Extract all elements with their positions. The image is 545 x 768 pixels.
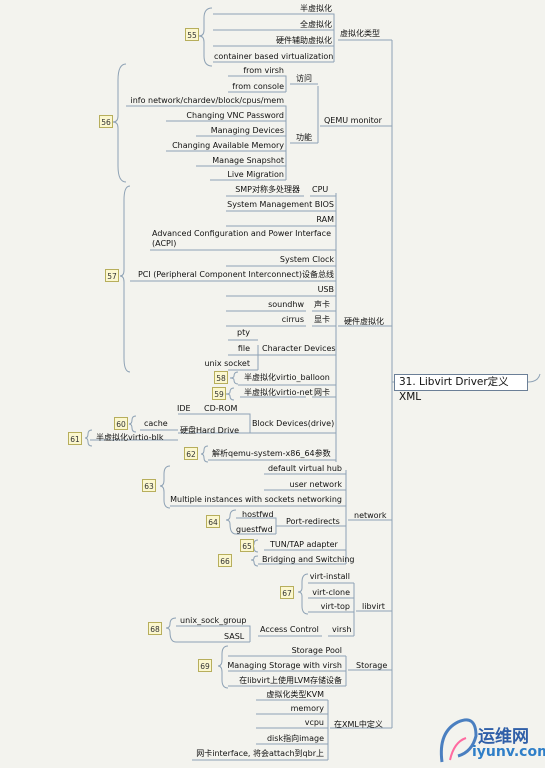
qemu-access-item[interactable]: from console xyxy=(232,82,284,91)
branch-libvirt[interactable]: libvirt xyxy=(362,602,385,611)
network-item[interactable]: user network xyxy=(289,480,342,489)
virt-type-item[interactable]: container based virtualization xyxy=(214,52,334,61)
block-hard-drive[interactable]: 硬盘Hard Drive xyxy=(180,426,240,435)
access-item[interactable]: SASL xyxy=(224,632,245,641)
char-device-item[interactable]: file xyxy=(237,344,250,353)
access-control[interactable]: Access Control xyxy=(260,625,319,634)
hw-item-ram[interactable]: RAM xyxy=(316,215,334,224)
storage-item[interactable]: Storage Pool xyxy=(291,646,342,655)
hw-item-smbios[interactable]: System Management BIOS xyxy=(227,200,334,209)
qemu-function-item[interactable]: Changing VNC Password xyxy=(186,111,284,120)
char-device-item[interactable]: unix socket xyxy=(204,359,250,368)
bridging-switching[interactable]: Bridging and Switching xyxy=(262,555,355,564)
branch-network[interactable]: network xyxy=(354,511,387,520)
qemu-function-item[interactable]: info network/chardev/block/cpus/mem xyxy=(130,96,284,105)
qemu-function-item[interactable]: Live Migration xyxy=(227,170,284,179)
branch-qemu-monitor[interactable]: QEMU monitor xyxy=(324,116,382,125)
virtio-blk[interactable]: 半虚拟化virtio-blk xyxy=(96,433,164,442)
xml-def-item[interactable]: 虚拟化类型KVM xyxy=(266,690,324,699)
qemu-access-label[interactable]: 访问 xyxy=(296,74,312,83)
hw-item-soundhw[interactable]: soundhw xyxy=(268,300,304,309)
port-redirect-item[interactable]: guestfwd xyxy=(236,525,273,534)
virtio-net[interactable]: 半虚拟化virtio-net xyxy=(244,388,313,397)
branch-hw-virt[interactable]: 硬件虚拟化 xyxy=(344,317,384,326)
block-cache[interactable]: cache xyxy=(144,419,168,428)
network-item[interactable]: default virtual hub xyxy=(267,464,342,473)
hw-item-acpi[interactable]: Advanced Configuration and Power Interfa… xyxy=(152,229,331,248)
badge-60: 60 xyxy=(114,417,128,430)
xml-def-item[interactable]: 网卡interface, 将会attach到qbr上 xyxy=(196,749,324,758)
badge-62: 62 xyxy=(184,447,198,460)
qemu-access-item[interactable]: from virsh xyxy=(243,66,284,75)
hw-item-usb[interactable]: USB xyxy=(317,285,334,294)
badge-56: 56 xyxy=(99,115,113,128)
qemu-function-item[interactable]: Changing Available Memory xyxy=(172,141,284,150)
hw-display-label[interactable]: 显卡 xyxy=(314,315,330,324)
xml-def-item[interactable]: disk指向image xyxy=(266,734,324,743)
branch-storage[interactable]: Storage xyxy=(356,661,388,670)
badge-57: 57 xyxy=(105,269,119,282)
storage-item[interactable]: Managing Storage with virsh xyxy=(227,661,342,670)
virt-type-item[interactable]: 半虚拟化 xyxy=(300,4,332,13)
badge-65: 65 xyxy=(240,539,254,552)
hw-sound-label[interactable]: 声卡 xyxy=(314,300,330,309)
access-item[interactable]: unix_sock_group xyxy=(180,616,247,625)
block-cdrom[interactable]: CD-ROM xyxy=(204,404,238,413)
hw-item-pci[interactable]: PCI (Peripheral Component Interconnect)设… xyxy=(137,270,334,279)
badge-69: 69 xyxy=(198,659,212,672)
virt-type-item[interactable]: 全虚拟化 xyxy=(300,20,332,29)
network-item[interactable]: Multiple instances with sockets networki… xyxy=(170,495,342,504)
hw-nic-label[interactable]: 网卡 xyxy=(314,388,330,397)
hw-cpu-label[interactable]: CPU xyxy=(312,185,329,194)
watermark-logo-icon xyxy=(439,718,478,763)
virtio-balloon[interactable]: 半虚拟化virtio_balloon xyxy=(244,373,330,382)
badge-55: 55 xyxy=(185,28,199,41)
hw-item-clock[interactable]: System Clock xyxy=(279,255,334,264)
badge-66: 66 xyxy=(218,554,232,567)
xml-def-item[interactable]: memory xyxy=(290,704,324,713)
libvirt-tool[interactable]: virt-top xyxy=(320,602,350,611)
badge-61: 61 xyxy=(68,432,82,445)
badge-64: 64 xyxy=(206,515,220,528)
hw-item-cirrus[interactable]: cirrus xyxy=(281,315,304,324)
char-devices-label[interactable]: Character Devices xyxy=(262,344,336,353)
block-devices-label[interactable]: Block Devices(drive) xyxy=(252,419,335,428)
branch-virt-type[interactable]: 虚拟化类型 xyxy=(340,29,380,38)
badge-68: 68 xyxy=(148,622,162,635)
badge-63: 63 xyxy=(142,479,156,492)
qemu-function-item[interactable]: Managing Devices xyxy=(210,126,284,135)
virt-type-item[interactable]: 硬件辅助虚拟化 xyxy=(276,36,332,45)
root-topic[interactable]: 31. Libvirt Driver定义XML xyxy=(394,374,528,403)
char-device-item[interactable]: pty xyxy=(237,328,250,337)
libvirt-tool[interactable]: virt-install xyxy=(309,572,350,581)
port-redirects-label[interactable]: Port-redirects xyxy=(286,517,340,526)
badge-58: 58 xyxy=(214,371,228,384)
badge-59: 59 xyxy=(212,387,226,400)
libvirt-virsh[interactable]: virsh xyxy=(332,625,352,634)
qemu-function-item[interactable]: Manage Snapshot xyxy=(212,156,284,165)
watermark-text-en: iyunv.com xyxy=(472,744,545,760)
xml-def-item[interactable]: vcpu xyxy=(304,718,324,727)
port-redirect-item[interactable]: hostfwd xyxy=(242,510,274,519)
block-ide[interactable]: IDE xyxy=(177,404,191,413)
qemu-functions-label[interactable]: 功能 xyxy=(296,133,312,142)
hw-item-smp[interactable]: SMP对称多处理器 xyxy=(235,185,300,194)
storage-item[interactable]: 在libvirt上使用LVM存储设备 xyxy=(239,676,342,685)
watermark-text-cn: 运维网 xyxy=(478,727,529,747)
libvirt-tool[interactable]: virt-clone xyxy=(312,588,350,597)
branch-xml-def[interactable]: 在XML中定义 xyxy=(334,720,383,729)
tun-tap-adapter[interactable]: TUN/TAP adapter xyxy=(270,540,338,549)
badge-67: 67 xyxy=(280,586,294,599)
qemu-params[interactable]: 解析qemu-system-x86_64参数 xyxy=(212,449,331,458)
